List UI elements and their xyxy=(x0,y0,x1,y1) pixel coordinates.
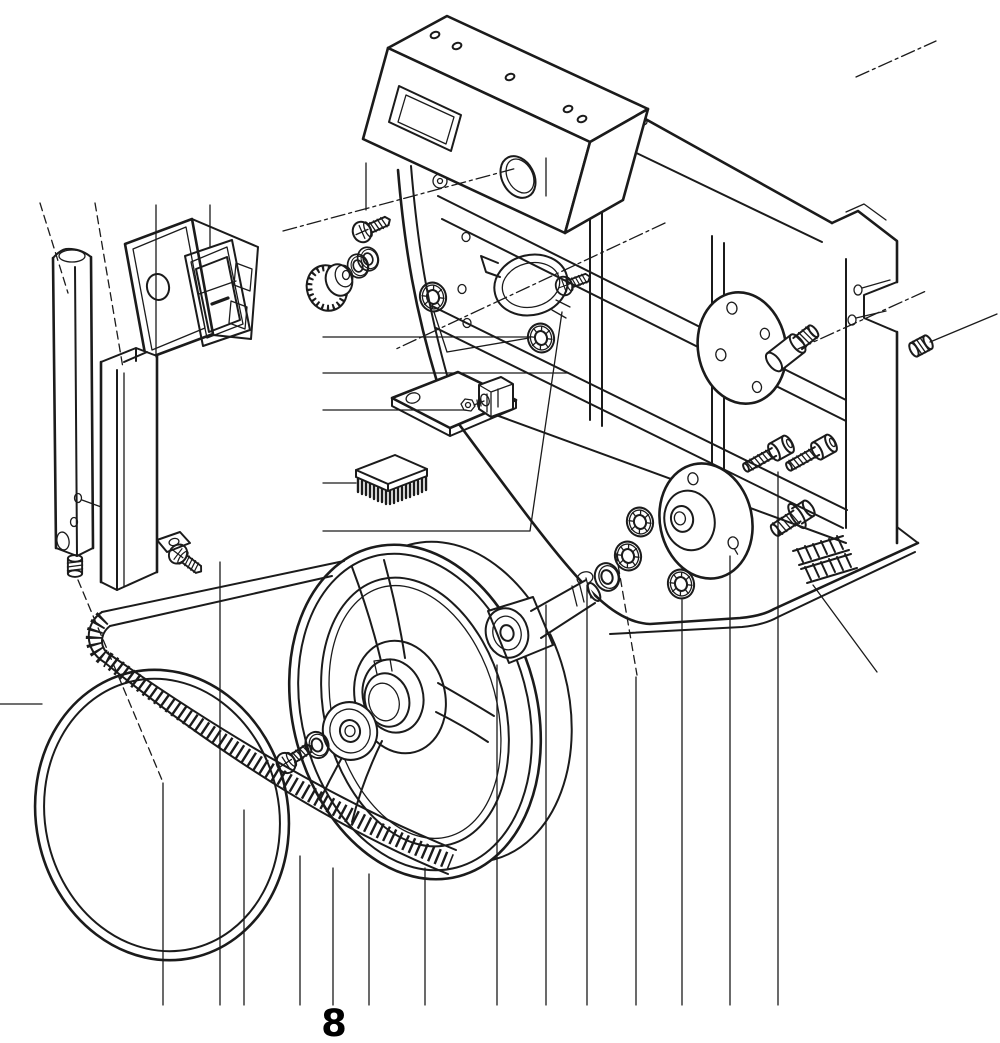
flanged-bolt xyxy=(769,499,816,537)
rocker xyxy=(195,256,241,333)
post-slot xyxy=(56,531,70,551)
clamp-ring xyxy=(480,253,594,319)
switch-indicator-hole xyxy=(145,273,171,301)
wheel-bearing-assembly xyxy=(271,701,379,778)
frame-hole xyxy=(461,231,471,243)
axle-shaft xyxy=(530,579,596,639)
panel-screw xyxy=(348,209,396,247)
set-screw-left xyxy=(66,554,84,578)
post-hole xyxy=(69,516,79,528)
clamp-axis xyxy=(395,222,666,350)
wheel-tire xyxy=(33,668,291,962)
right-edge-leader xyxy=(929,313,998,343)
frame-hole xyxy=(462,317,472,329)
belt-top-run xyxy=(101,560,345,627)
figure-label: 8 xyxy=(321,1002,347,1043)
toothed-drive-belt xyxy=(85,560,457,875)
rocker-frame xyxy=(184,239,251,347)
band-wheel xyxy=(287,540,573,881)
wheel-bearing xyxy=(321,701,379,761)
pillar-hole xyxy=(853,284,863,296)
rocker-off-mark xyxy=(210,296,230,306)
keyway xyxy=(373,658,393,675)
axle-assembly xyxy=(484,577,602,664)
frame-left-edge xyxy=(396,168,446,406)
power-rocker-switch xyxy=(123,217,259,361)
wheel-spoke xyxy=(351,559,406,662)
display-window xyxy=(388,85,462,152)
plate-hole xyxy=(405,392,421,404)
shoulder-bolt xyxy=(764,324,820,373)
tension-bracket xyxy=(460,376,514,418)
box-right-face xyxy=(563,107,650,235)
motor-flange-hub xyxy=(658,462,754,580)
post-cap xyxy=(58,249,86,263)
bracket-mount-tab xyxy=(156,531,191,553)
leader-lines xyxy=(0,40,998,1006)
square-post xyxy=(51,247,105,557)
push-nut xyxy=(622,503,658,541)
control-panel-box xyxy=(361,14,650,235)
set-screw-right xyxy=(906,332,936,360)
channel-bracket xyxy=(99,347,209,591)
brush-bristles xyxy=(356,475,428,506)
bolt-axis xyxy=(797,290,927,350)
box-top-holes xyxy=(429,30,588,124)
frame-pillar xyxy=(830,209,899,284)
wheel-bore xyxy=(363,672,411,728)
post-hole xyxy=(73,492,83,504)
panel-oval-hole xyxy=(499,155,537,199)
knurled-knob-assembly xyxy=(305,209,396,312)
cleaning-brush xyxy=(355,454,428,506)
base-vents xyxy=(792,535,858,584)
knob-axis xyxy=(282,167,518,232)
frame-base-edge xyxy=(442,402,920,626)
frame-hole xyxy=(457,283,467,295)
switch-body-slots xyxy=(228,262,253,330)
belt-teeth xyxy=(85,612,454,870)
push-nut xyxy=(415,278,451,316)
pillar-notch xyxy=(863,281,898,333)
frame-top-rail xyxy=(638,114,834,225)
wheel-spoke xyxy=(435,682,495,743)
